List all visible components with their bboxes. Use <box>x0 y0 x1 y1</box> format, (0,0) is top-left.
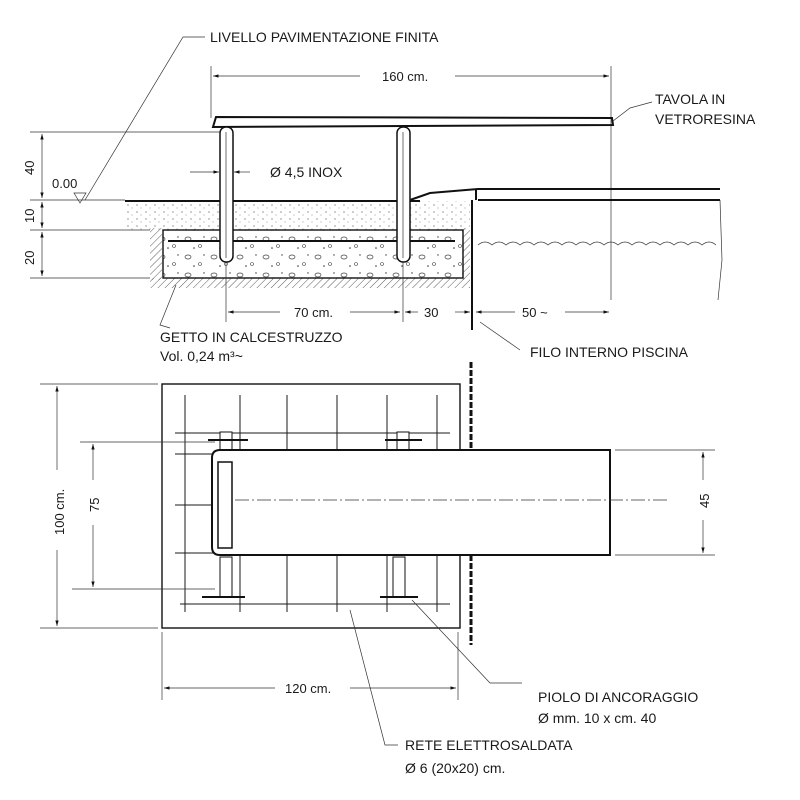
concrete-block <box>162 229 464 279</box>
concrete-label-2: Vol. 0,24 m³~ <box>160 348 243 364</box>
dim-post-spacing: 70 cm. <box>294 305 333 320</box>
pool-coping <box>409 188 720 201</box>
floor-screed <box>125 201 470 230</box>
dim-40: 40 <box>22 161 37 175</box>
post-left <box>219 126 234 263</box>
board-leader <box>612 101 653 122</box>
dim-to-edge: 30 <box>424 305 438 320</box>
mesh-label-1: RETE ELETTROSALDATA <box>405 737 573 753</box>
concrete-label-1: GETTO IN CALCESTRUZZO <box>160 329 343 345</box>
anchor-pins <box>202 431 422 598</box>
dim-10: 10 <box>22 209 37 223</box>
plan-view: 100 cm. 75 45 120 cm. PIOLO DI ANCORAGGI… <box>40 362 715 776</box>
pipe-label: Ø 4,5 INOX <box>270 164 343 180</box>
board-plan <box>211 449 611 556</box>
section-view: LIVELLO PAVIMENTAZIONE FINITA 160 cm. TA… <box>22 29 756 364</box>
pool-edge-label: FILO INTERNO PISCINA <box>530 344 689 360</box>
board-fixing-plate <box>217 461 233 549</box>
dim-20: 20 <box>22 251 37 265</box>
floor-level-leader <box>84 36 205 201</box>
anchor-label-1: PIOLO DI ANCORAGGIO <box>538 689 698 705</box>
dim-overhang: 50 ~ <box>522 305 548 320</box>
dim-board-length: 160 cm. <box>382 69 428 84</box>
fiberglass-board <box>211 115 615 129</box>
mesh-label-2: Ø 6 (20x20) cm. <box>405 760 505 776</box>
zero-level: 0.00 <box>52 176 77 191</box>
board-label-1: TAVOLA IN <box>655 91 725 107</box>
floor-level-label: LIVELLO PAVIMENTAZIONE FINITA <box>210 29 439 45</box>
board-label-2: VETRORESINA <box>655 111 756 127</box>
water-line <box>477 241 717 246</box>
dim-width-100: 100 cm. <box>52 489 67 535</box>
anchor-label-2: Ø mm. 10 x cm. 40 <box>538 710 656 726</box>
post-right <box>396 126 411 263</box>
dim-width-75: 75 <box>87 498 102 512</box>
dim-length-120: 120 cm. <box>285 681 331 696</box>
dim-board-width: 45 <box>697 494 712 508</box>
